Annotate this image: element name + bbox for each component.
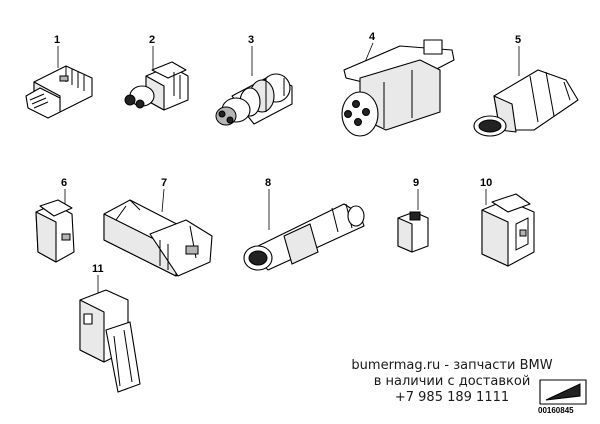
part-2-connector (124, 61, 189, 111)
callout-11: 11 (92, 263, 104, 275)
callout-9: 9 (413, 177, 419, 189)
callout-4: 4 (369, 31, 376, 43)
part-9-housing (397, 211, 429, 253)
part-1-connector (25, 65, 93, 119)
leader-lines (57, 42, 520, 293)
part-10-housing (481, 193, 535, 267)
callout-6: 6 (61, 177, 67, 189)
callout-3: 3 (248, 34, 254, 46)
callout-5: 5 (515, 34, 521, 46)
part-3-connector (215, 73, 293, 126)
callout-1: 1 (54, 34, 60, 46)
callout-10: 10 (480, 177, 492, 189)
part-8-connector (243, 203, 365, 271)
watermark-line-2: в наличии с доставкой (373, 374, 531, 389)
watermark: bumermag.ru - запчасти BMW в наличии с д… (322, 358, 582, 406)
part-5-connector (473, 69, 579, 137)
watermark-line-3: +7 985 189 1111 (394, 390, 510, 405)
part-7-connector (103, 199, 213, 277)
part-4-connector (341, 39, 455, 137)
callout-8: 8 (265, 177, 271, 189)
part-11-connector (79, 289, 141, 393)
part-6-housing (35, 199, 75, 263)
diagram-code: 00160845 (538, 406, 574, 415)
callout-labels: 1 2 3 4 5 6 7 8 9 10 11 (54, 31, 521, 275)
callout-7: 7 (161, 177, 167, 189)
diagram-symbol (539, 379, 587, 405)
watermark-line-1: bumermag.ru - запчасти BMW (351, 358, 553, 373)
callout-2: 2 (149, 34, 155, 46)
